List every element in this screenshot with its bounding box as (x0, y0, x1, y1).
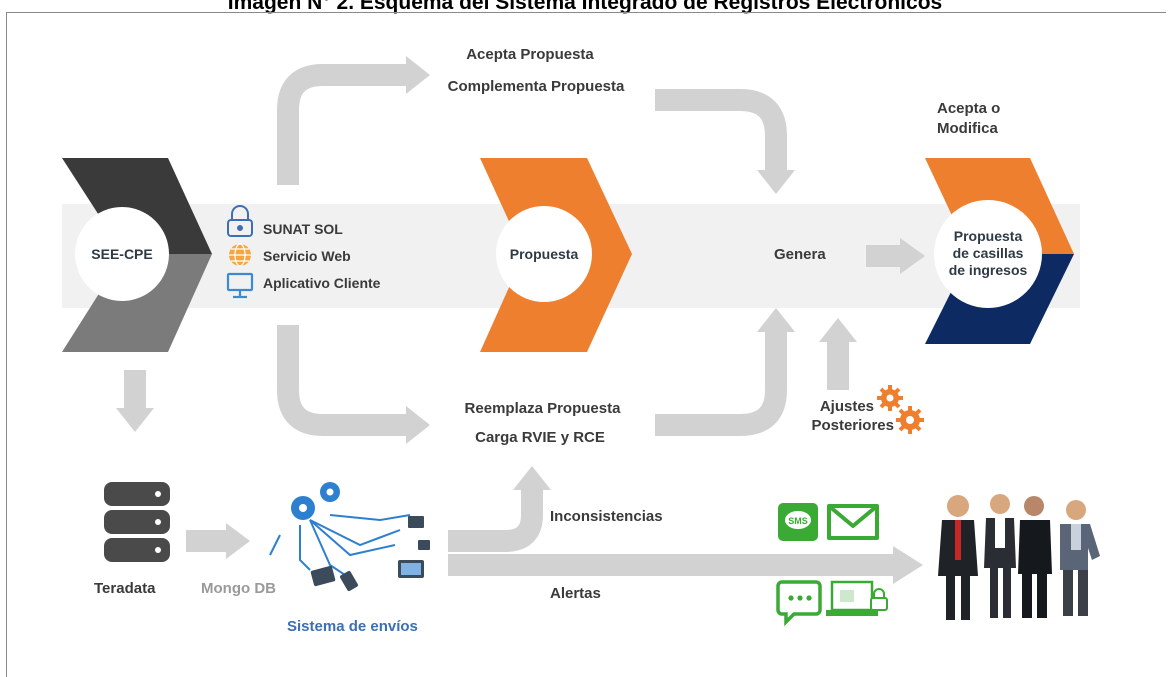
arrow-acepta-to-genera (655, 89, 787, 172)
label-complementa-propuesta: Complementa Propuesta (447, 78, 625, 95)
arrow-heads (116, 56, 925, 584)
channel-servicio-web: Servicio Web (263, 248, 351, 264)
node-propuesta-casillas: Propuesta de casillas de ingresos (934, 228, 1042, 279)
label-carga-rvie-rce: Carga RVIE y RCE (475, 429, 605, 446)
flow-arrows (124, 64, 903, 576)
arrowhead-inconsistencias (513, 466, 551, 490)
node-casillas-line-1: Propuesta (953, 228, 1023, 244)
arrowhead-genera-top (757, 170, 795, 194)
arrow-to-acepta (277, 64, 410, 185)
arrowhead-teradata-down (116, 408, 154, 432)
label-modifica: Modifica (937, 120, 998, 137)
arrow-reemplaza-to-genera (655, 330, 787, 436)
arrowhead-casillas (900, 238, 925, 274)
device-small (418, 540, 430, 550)
channel-sunat-sol: SUNAT SOL (263, 221, 343, 237)
label-posteriores: Posteriores (811, 417, 894, 434)
label-alertas: Alertas (550, 585, 601, 602)
node-propuesta: Propuesta (509, 246, 579, 262)
arrowhead-reemplaza (406, 406, 430, 444)
see-cpe-chevron-bottom (62, 254, 212, 352)
node-casillas-line-2: de casillas (952, 245, 1024, 261)
diagram-frame (6, 12, 1166, 677)
label-reemplaza-propuesta: Reemplaza Propuesta (464, 400, 621, 417)
sms-icon-label: SMS (788, 516, 808, 526)
arrowhead-genera-bottom (757, 308, 795, 332)
see-cpe-chevron-top (62, 158, 212, 254)
node-casillas-line-3: de ingresos (948, 262, 1028, 278)
arrowhead-ajustes (819, 318, 857, 342)
database-icon (104, 482, 170, 562)
label-acepta-propuesta: Acepta Propuesta (466, 46, 594, 63)
see-cpe-circle (75, 207, 169, 301)
globe-icon (229, 243, 251, 267)
monitor-icon (226, 272, 254, 299)
node-see-cpe: SEE-CPE (91, 246, 153, 262)
network-illustration (269, 482, 430, 592)
arrow-to-reemplaza (277, 325, 410, 436)
node-mongo-db: Mongo DB (201, 580, 276, 597)
diagram-title: Imagen N° 2. Esquema del Sistema Integra… (227, 0, 943, 14)
people-icon (938, 494, 1100, 620)
sms-icon: SMS (778, 503, 818, 541)
lock-icon (227, 205, 253, 237)
chat-icon (776, 580, 822, 627)
device-tablet (310, 565, 336, 587)
mail-icon (827, 504, 879, 540)
node-teradata: Teradata (94, 580, 156, 597)
arrowhead-acepta (406, 56, 430, 94)
label-acepta-o: Acepta o (937, 100, 1001, 117)
arrowhead-alertas (893, 546, 923, 584)
label-genera: Genera (774, 246, 826, 263)
arrowhead-mongo (226, 523, 250, 559)
device-desktop (408, 516, 424, 528)
gear-icon (877, 385, 924, 434)
node-sistema-envios: Sistema de envíos (287, 618, 418, 635)
propuesta-circle (496, 206, 592, 302)
casillas-circle (934, 200, 1042, 308)
device-phone (340, 570, 358, 592)
label-ajustes: Ajustes (819, 398, 874, 415)
label-inconsistencias: Inconsistencias (550, 508, 663, 525)
channel-aplicativo-cliente: Aplicativo Cliente (263, 275, 381, 291)
laptop-lock-icon (826, 580, 888, 616)
arrow-to-inconsistencias (448, 488, 543, 552)
